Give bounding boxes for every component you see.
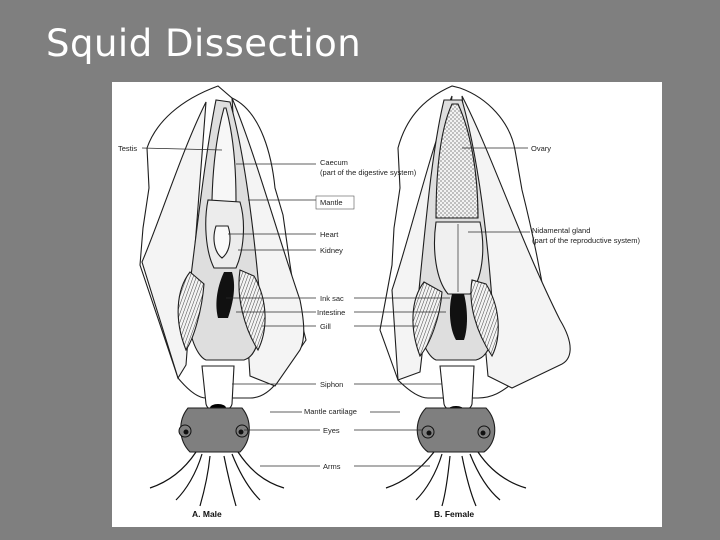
male-arms <box>149 451 285 507</box>
male-gill-left <box>177 271 205 352</box>
label-caecum-note: (part of the digestive system) <box>320 168 417 177</box>
female-gill-right <box>470 279 499 358</box>
label-eyes: Eyes <box>323 426 340 435</box>
male-ink-sac <box>216 272 235 318</box>
label-ovary: Ovary <box>531 144 551 153</box>
female-arms <box>385 451 527 507</box>
female-eye-left-pupil <box>426 430 432 436</box>
female-nidamental-gland <box>433 221 484 295</box>
label-testis: Testis <box>118 144 137 153</box>
female-head <box>416 407 496 453</box>
leader-lines <box>141 147 530 467</box>
label-mantle-box <box>315 195 355 210</box>
female-squid <box>379 85 571 507</box>
label-ink-sac: Ink sac <box>320 294 344 303</box>
label-siphon: Siphon <box>320 380 343 389</box>
label-heart: Heart <box>320 230 339 239</box>
label-mantle-cartilage: Mantle cartilage <box>304 407 357 416</box>
female-siphon <box>439 365 475 413</box>
female-ink-sac <box>449 294 467 340</box>
male-eye-right-pupil <box>238 429 244 435</box>
label-arms: Arms <box>323 462 341 471</box>
label-nidamental-gland: Nidamental gland <box>532 226 590 235</box>
female-eye-right-pupil <box>480 430 486 436</box>
male-gill-right <box>238 269 266 352</box>
label-caecum: Caecum <box>320 158 348 167</box>
label-gill: Gill <box>320 322 331 331</box>
slide-title: Squid Dissection <box>46 22 362 65</box>
label-kidney: Kidney <box>320 246 343 255</box>
male-head <box>180 407 250 453</box>
label-mantle: Mantle <box>320 198 343 207</box>
labels: Testis Caecum (part of the digestive sys… <box>118 144 640 471</box>
female-ovary <box>435 103 479 219</box>
male-squid <box>139 85 307 507</box>
label-nidamental-gland-note: (part of the reproductive system) <box>532 236 640 245</box>
caption-male: A. Male <box>192 509 222 519</box>
male-eye-left-pupil <box>183 429 189 435</box>
label-intestine: Intestine <box>317 308 345 317</box>
male-heart <box>213 225 231 259</box>
female-gill-left <box>412 281 443 358</box>
caption-female: B. Female <box>434 509 474 519</box>
